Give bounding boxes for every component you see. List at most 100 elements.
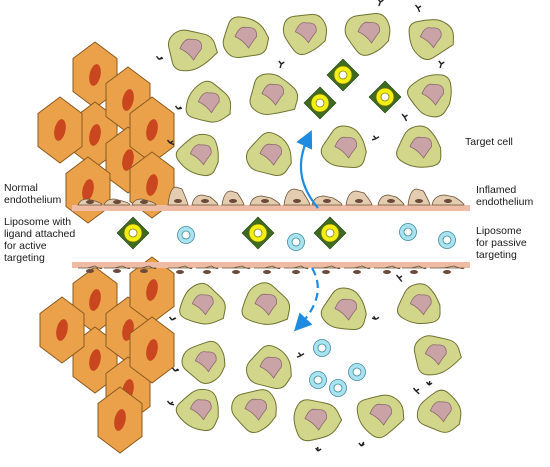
endothelial-nucleus: [444, 199, 452, 203]
inflamed-endothelial-cell-upper: [131, 198, 157, 206]
cell-nucleus: [146, 339, 158, 361]
inflamed-endothelial-cell-lower: [430, 265, 465, 274]
target-cell: [396, 113, 442, 168]
cell-receptor: [412, 387, 420, 395]
inflamed-endothelial-cell-upper: [283, 188, 311, 206]
passive-liposome: [348, 363, 366, 381]
endothelial-nucleus: [355, 199, 363, 203]
inflamed-endothelial-cell-lower: [344, 265, 371, 274]
cell-nucleus: [146, 279, 158, 301]
endothelial-nucleus: [113, 200, 121, 204]
endothelial-nucleus: [232, 270, 240, 274]
target-cell: [293, 399, 343, 452]
cell-nucleus: [244, 398, 268, 421]
cell-nucleus: [304, 408, 328, 431]
cell-nucleus: [89, 289, 101, 311]
inflamed-endothelial-cell-upper: [191, 194, 219, 206]
target-cell: [222, 16, 270, 59]
target-cell: [344, 0, 391, 56]
target-cell: [356, 394, 405, 447]
target-cell: [245, 345, 305, 390]
cell-receptor: [371, 315, 380, 320]
endothelial-nucleus: [353, 270, 361, 274]
target-cell: [282, 13, 328, 56]
cell-nucleus: [421, 83, 445, 106]
inflamed-endothelial-cell-upper: [407, 188, 431, 206]
cell-nucleus: [197, 92, 220, 114]
normal-endothelium-label: Normal endothelium: [4, 182, 62, 206]
cell-receptor: [174, 105, 183, 110]
cell-receptor: [425, 380, 433, 386]
cell-nucleus: [424, 344, 447, 366]
cell-nucleus: [334, 298, 358, 321]
cell-receptor: [315, 446, 322, 452]
endothelial-nucleus: [443, 270, 451, 274]
target-cell: [166, 133, 219, 177]
cell-nucleus: [334, 136, 358, 159]
cell-nucleus: [89, 124, 101, 146]
cell-receptor: [438, 60, 445, 69]
target-cells: [155, 0, 462, 452]
passive-liposome: [399, 223, 417, 241]
cell-nucleus: [357, 21, 381, 44]
active-liposome: [116, 216, 150, 250]
inflamed-endothelial-cell-lower: [168, 265, 193, 274]
endothelial-nucleus: [383, 270, 391, 274]
active-liposome: [303, 86, 337, 120]
normal-tissue-cell: [65, 156, 111, 224]
cell-receptor: [166, 139, 175, 146]
passive-liposome: [309, 371, 327, 389]
endothelial-nucleus: [229, 199, 237, 203]
normal-tissue-cell: [37, 96, 83, 164]
inflamed-endothelial-cell-lower: [132, 265, 157, 273]
transport-arrows: [293, 130, 319, 332]
cell-nucleus: [409, 136, 433, 159]
cell-nucleus: [82, 179, 94, 201]
inflamed-endothelial-cell-lower: [254, 265, 281, 274]
cell-nucleus: [419, 27, 442, 49]
target-cell: [320, 287, 380, 330]
cell-nucleus: [56, 319, 68, 341]
endothelial-nucleus: [203, 270, 211, 274]
inflamed-endothelial-cell-upper: [345, 190, 373, 206]
inflamed-endothelial-cell-lower: [402, 265, 427, 274]
cell-nucleus: [89, 349, 101, 371]
passive-liposome: [438, 231, 456, 249]
active-liposome: [241, 216, 275, 250]
endothelial-nucleus: [322, 270, 330, 274]
target-cell: [395, 274, 441, 325]
cell-nucleus: [234, 26, 258, 49]
active-transport-arrow: [296, 130, 319, 209]
inflamed-endothelial-cell-upper: [77, 198, 103, 206]
endothelial-nucleus: [140, 200, 148, 204]
target-cell: [320, 125, 380, 168]
target-cell: [249, 60, 299, 115]
vessel-wall-lower: [72, 262, 470, 268]
cell-nucleus: [194, 351, 217, 373]
cell-nucleus: [54, 119, 66, 141]
inflamed-endothelial-cell-lower: [78, 265, 103, 273]
endothelial-nucleus: [140, 269, 148, 273]
target-cell: [412, 387, 462, 433]
target-cell: [231, 389, 277, 434]
cell-nucleus: [259, 356, 283, 379]
cell-nucleus: [254, 293, 278, 316]
endothelial-nucleus: [174, 199, 182, 203]
active-liposome: [313, 216, 347, 250]
cell-receptor: [296, 352, 305, 358]
active-liposome: [368, 80, 402, 114]
vessel-wall-upper: [72, 205, 470, 211]
inflamed-endothelial-cell-lower: [104, 265, 131, 273]
target-cell: [245, 132, 292, 177]
cell-receptor: [414, 4, 422, 13]
inflamed-endothelial-cell-upper: [377, 194, 405, 206]
target-cell: [171, 340, 226, 384]
cell-nucleus: [409, 294, 432, 316]
cell-nucleus: [146, 119, 158, 141]
cell-receptor: [166, 400, 175, 406]
inflamed-endothelial-cell-lower: [284, 265, 309, 274]
cell-receptor: [377, 0, 384, 7]
endothelial-nucleus: [113, 269, 121, 273]
